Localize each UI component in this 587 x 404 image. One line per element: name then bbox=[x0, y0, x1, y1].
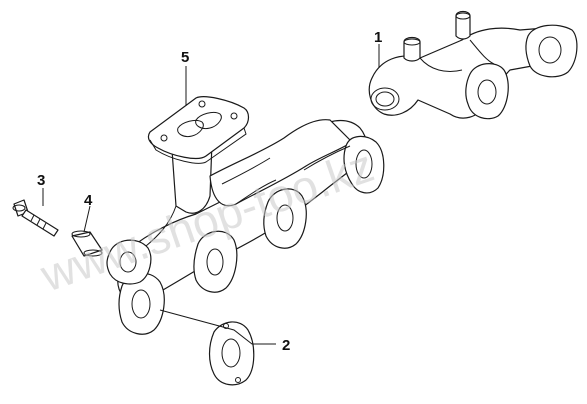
part-4-spacer bbox=[71, 230, 103, 257]
part-3-bolt bbox=[12, 199, 59, 237]
callout-1: 1 bbox=[374, 29, 382, 46]
part-2-gasket bbox=[208, 321, 255, 386]
callout-2: 2 bbox=[282, 337, 290, 354]
leader-2 bbox=[159, 309, 276, 345]
leader-lines bbox=[42, 44, 380, 345]
callout-4: 4 bbox=[84, 192, 93, 209]
callout-3: 3 bbox=[37, 172, 45, 189]
part-5-turbo-flange bbox=[147, 96, 250, 164]
leader-4 bbox=[83, 205, 91, 233]
callout-5: 5 bbox=[181, 49, 189, 66]
part-1-outlet-pipe bbox=[368, 10, 578, 120]
exhaust-manifold bbox=[106, 96, 385, 335]
